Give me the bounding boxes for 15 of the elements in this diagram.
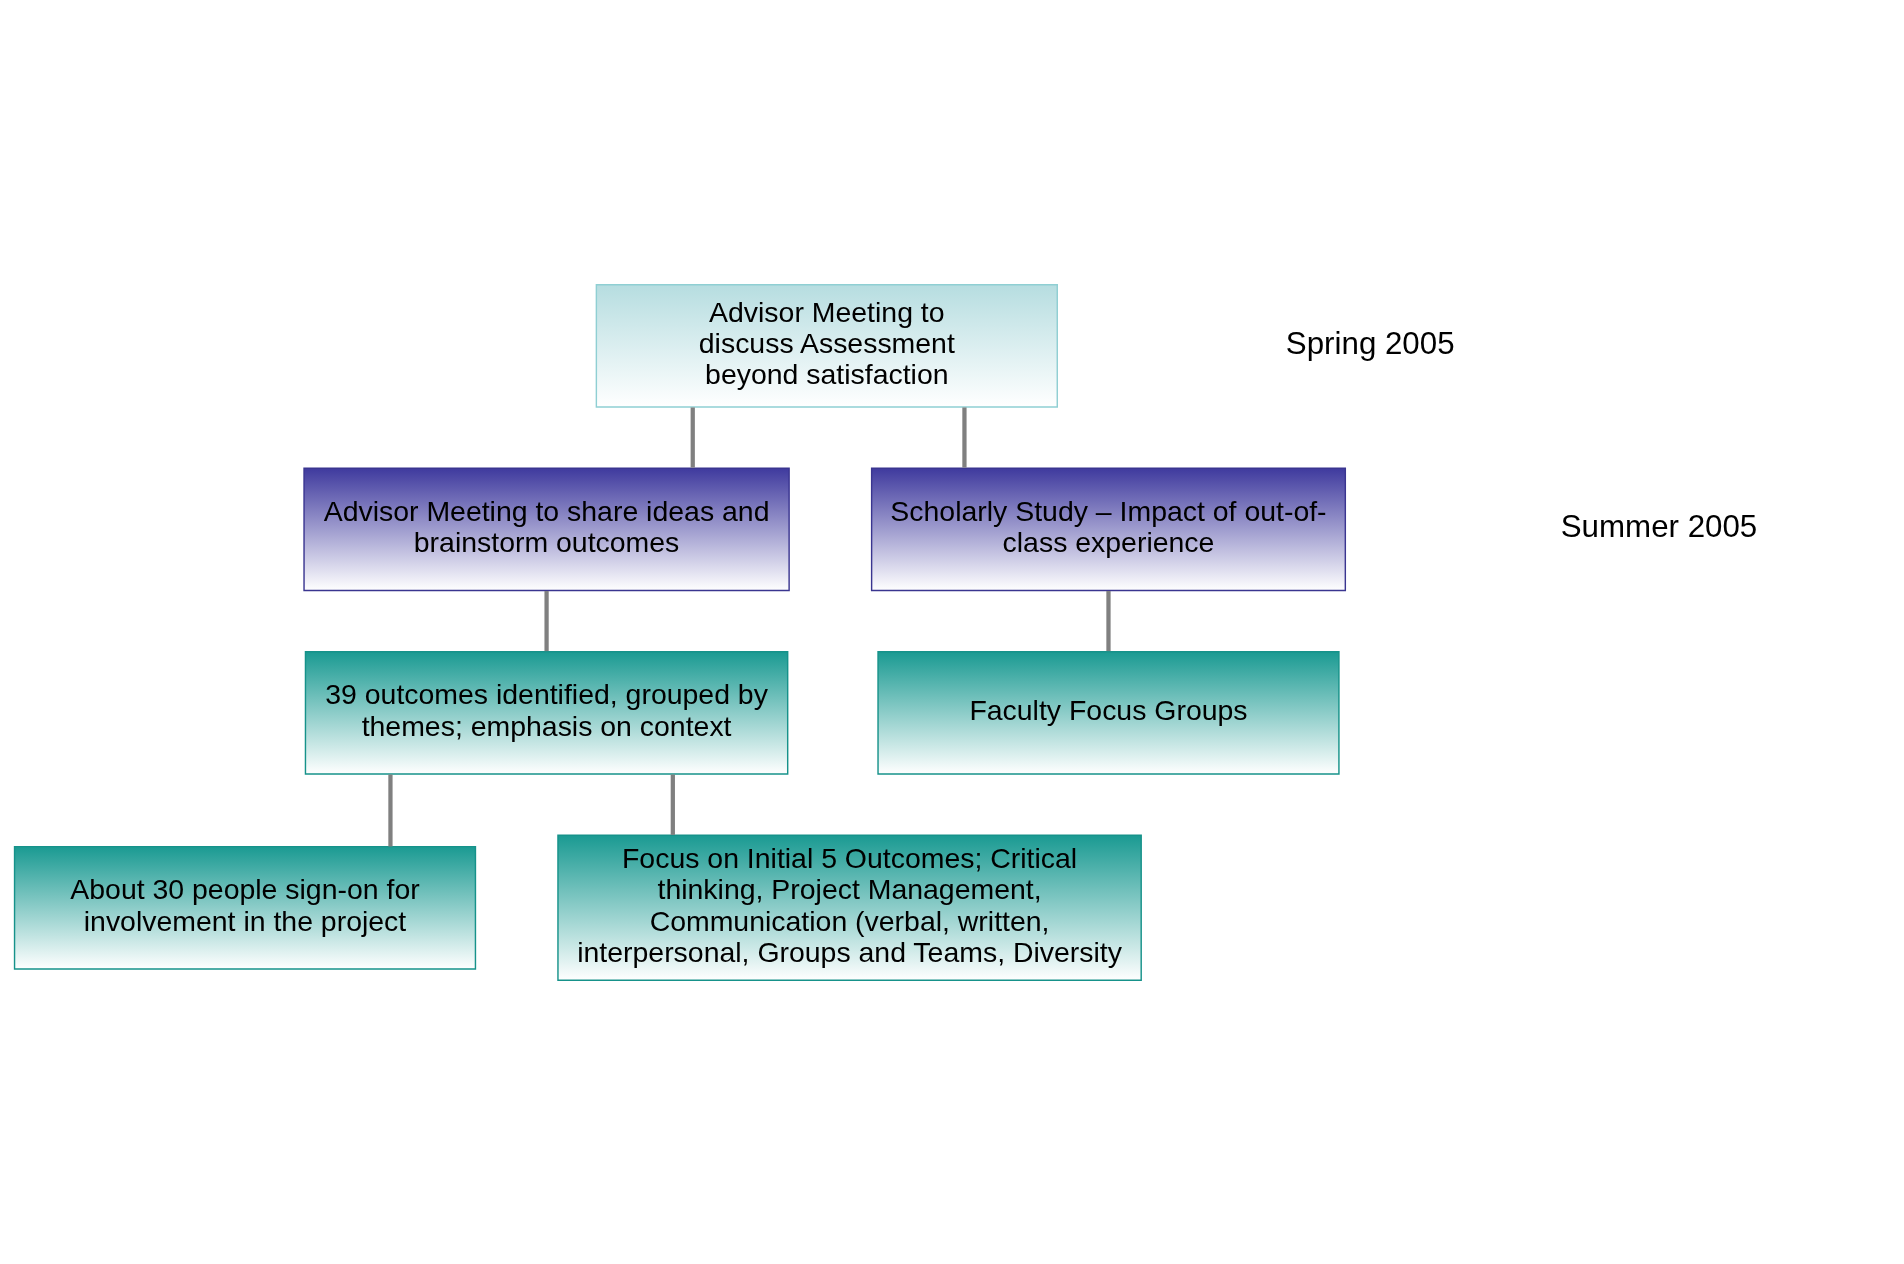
- label: Summer 2005: [1560, 508, 1758, 544]
- connector: [388, 774, 393, 846]
- connector: [690, 406, 695, 468]
- node-box: Focus on Initial 5 Outcomes; Critical thinking, Project Management, Communication (verbal, written, interpersonal, Groups and Teams, Diversity: [557, 834, 1142, 981]
- label: Spring 2005: [1285, 325, 1455, 361]
- connector: [544, 590, 549, 651]
- connector: [670, 774, 675, 835]
- node-box: Advisor Meeting to share ideas and brainstorm outcomes: [303, 467, 790, 591]
- connector: [962, 406, 967, 468]
- node-box: Faculty Focus Groups: [877, 650, 1340, 775]
- node-box: 39 outcomes identified, grouped by themes; emphasis on context: [304, 650, 789, 775]
- node-box: Scholarly Study – Impact of out-of-class experience: [870, 467, 1347, 591]
- connector: [1106, 590, 1111, 651]
- node-box: About 30 people sign-on for involvement in the project: [13, 845, 477, 970]
- node-box: Advisor Meeting to discuss Assessment beyond satisfaction: [595, 283, 1058, 408]
